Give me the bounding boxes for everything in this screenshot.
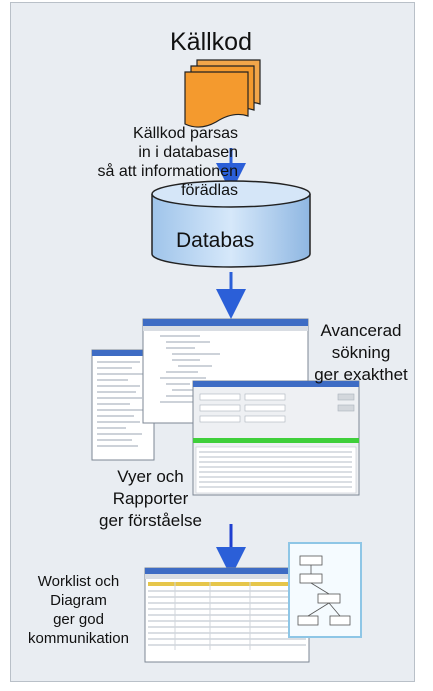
worklist-line: Worklist och: [37, 573, 120, 590]
views-line: Vyer och: [117, 467, 184, 486]
search-line: Avancerad: [320, 321, 402, 340]
screenshot-search-form: [192, 380, 360, 496]
screenshot-flow-diagram: [288, 542, 362, 638]
parse-line: Källkod parsas: [133, 125, 238, 142]
source-code-documents-icon: [184, 59, 261, 128]
database-cylinder: [151, 180, 311, 268]
worklist-description: Worklist och Diagram ger god kommunikati…: [16, 572, 141, 648]
views-description: Vyer och Rapporter ger förståelse: [88, 466, 213, 532]
parse-line: in i databasen: [138, 144, 238, 161]
worklist-line: kommunikation: [28, 630, 129, 647]
views-line: ger förståelse: [99, 511, 202, 530]
search-description: Avancerad sökning ger exakthet: [311, 320, 411, 386]
worklist-line: ger god: [53, 611, 104, 628]
search-line: ger exakthet: [314, 365, 408, 384]
parse-line: så att informationen: [97, 163, 238, 180]
worklist-line: Diagram: [50, 592, 107, 609]
parse-description: Källkod parsas in i databasen så att inf…: [88, 124, 238, 200]
search-line: sökning: [331, 343, 391, 362]
database-label: Databas: [176, 229, 255, 252]
parse-line: förädlas: [181, 182, 238, 199]
source-code-title: Källkod: [170, 28, 252, 56]
views-line: Rapporter: [112, 489, 189, 508]
screenshot-worklist-table: [144, 567, 310, 663]
